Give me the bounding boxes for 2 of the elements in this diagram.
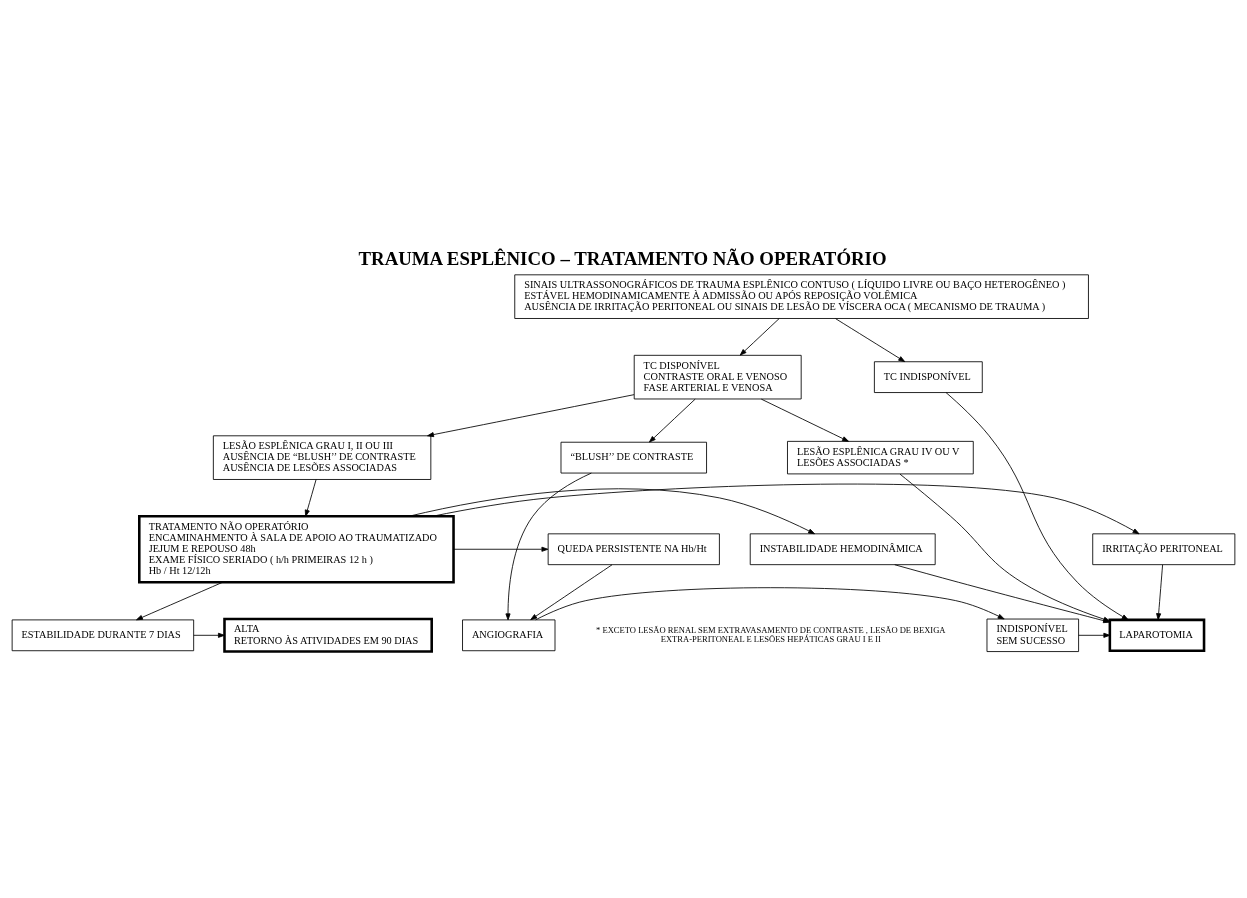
diagram-title: TRAUMA ESPLÊNICO – TRATAMENTO NÃO OPERATÓRIO bbox=[358, 247, 887, 269]
label: * EXCETO LESÃO RENAL SEM EXTRAVASAMENTO DE CONTRASTE , LESÃO DE BEXIGA EXTRA-PERITONEAL E LESÕES HEPÁTICAS GRAU I E II bbox=[596, 624, 946, 644]
